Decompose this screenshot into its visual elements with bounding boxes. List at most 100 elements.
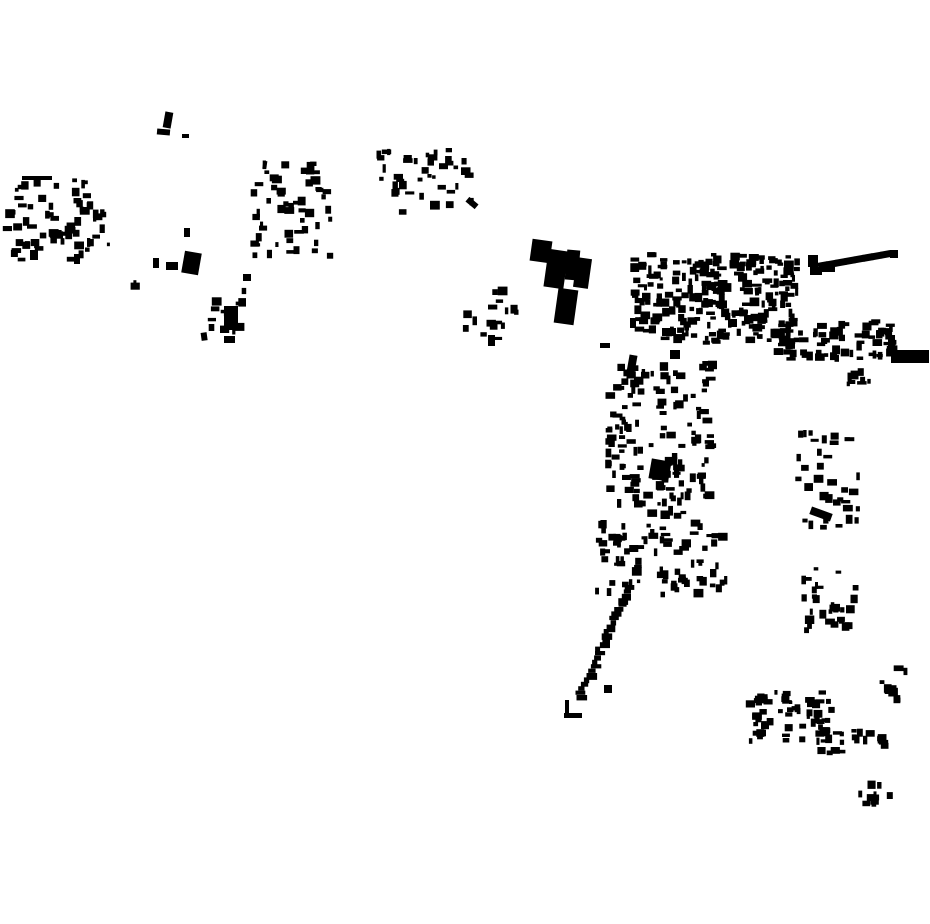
building [750,313,761,322]
building [871,319,881,324]
building [743,287,753,295]
building [76,200,83,208]
building [622,464,626,469]
building [311,170,320,175]
building [632,402,641,407]
building [413,158,418,165]
building [744,315,754,324]
building [608,438,615,447]
building [398,209,407,215]
building [855,506,860,512]
building [630,481,640,487]
building [469,197,474,206]
building [650,317,660,325]
building [235,301,240,306]
building [739,287,745,291]
building [433,149,438,156]
building [701,300,709,308]
building [787,707,794,712]
building [779,280,785,287]
building [660,510,670,519]
building [856,342,862,351]
building [74,254,80,264]
building [838,749,846,754]
building [632,365,639,371]
building [753,332,759,336]
building [674,587,680,593]
building [653,386,660,391]
building [779,336,785,345]
building [564,713,582,718]
building [868,352,877,357]
building [818,332,827,338]
building [889,325,893,332]
building [655,388,665,394]
building [437,184,446,190]
building [46,212,54,218]
building [314,239,319,247]
building [311,248,318,254]
building [661,498,667,507]
building [621,523,626,530]
building [746,315,755,319]
building [847,372,852,381]
building [842,504,853,512]
building [621,593,631,601]
building [670,583,678,591]
building [670,386,679,394]
building [781,696,785,703]
building [678,480,684,487]
building [837,497,844,502]
building [82,180,88,185]
building [634,326,645,332]
building [92,234,100,239]
building [271,184,278,191]
building [638,261,647,270]
building [279,206,285,210]
building [699,409,709,415]
building [60,238,65,245]
building [661,579,668,584]
building [656,293,662,301]
building [815,730,825,737]
building [639,298,645,306]
building [821,435,827,444]
building [620,556,624,565]
building [381,149,392,155]
building [752,730,761,736]
building [608,533,616,541]
building [872,339,883,346]
building [730,252,740,261]
building [897,697,901,703]
building [801,464,809,471]
building [635,317,645,322]
building [701,388,707,393]
building [601,633,613,640]
building [15,239,24,247]
building [624,486,634,493]
building [829,440,839,445]
building [578,686,585,691]
building [655,481,665,490]
building [379,176,384,181]
building [605,448,612,458]
building [260,221,264,231]
building [678,443,686,448]
building [670,326,674,331]
building [634,305,642,315]
building [678,305,686,313]
building [835,257,847,267]
building [782,738,790,743]
building [788,268,794,275]
building [755,702,762,706]
building [867,780,876,789]
building [849,349,854,358]
building [588,668,596,673]
building [705,367,714,372]
building [738,273,748,282]
building [761,721,767,729]
building [671,580,677,585]
building [497,286,508,296]
building [264,170,270,174]
